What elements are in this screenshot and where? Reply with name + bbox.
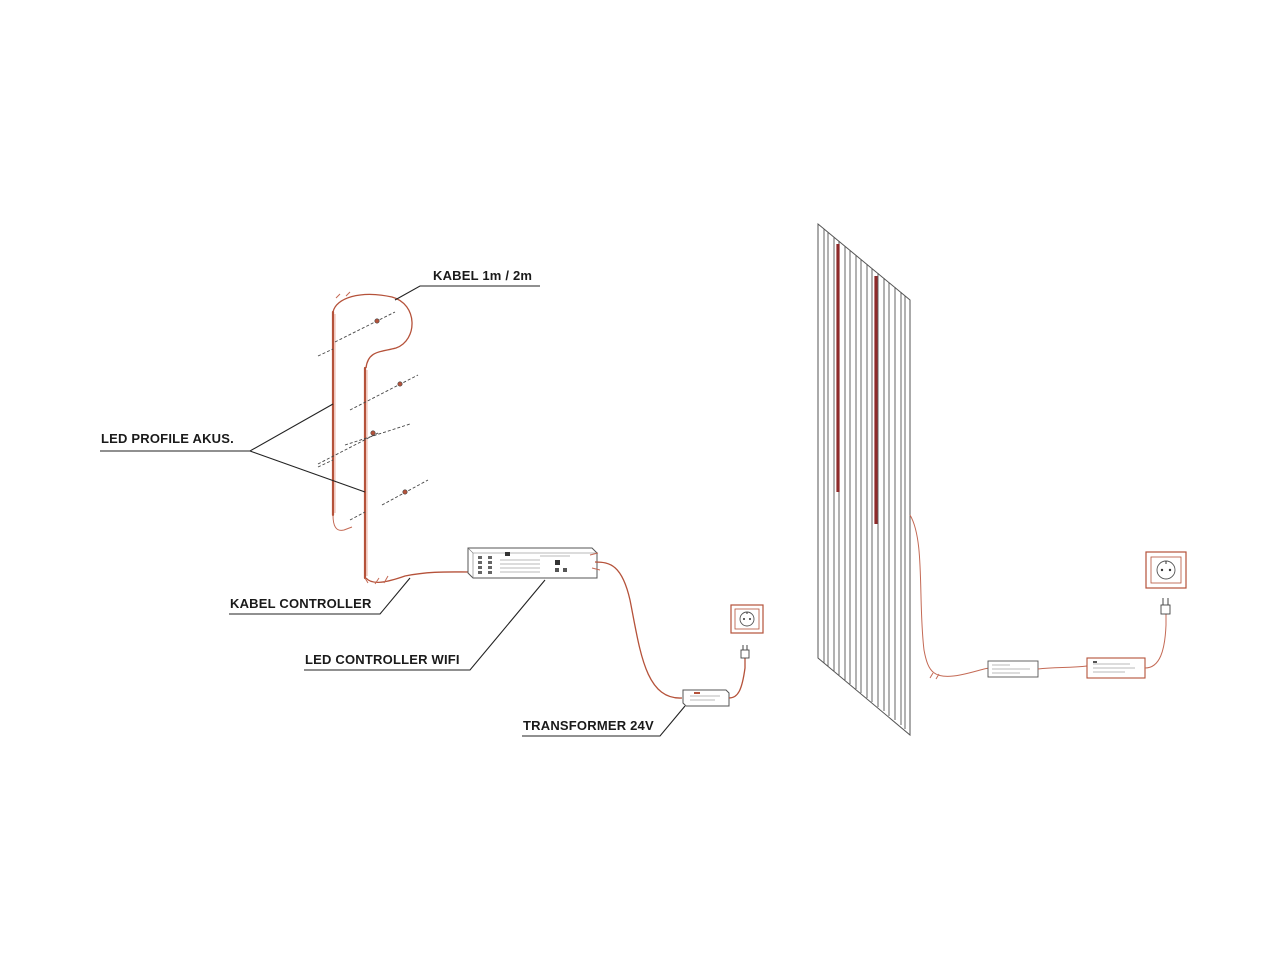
- transformer-24v: [682, 689, 730, 707]
- connecting-cable: [332, 293, 413, 369]
- led-profile-assembly: [317, 291, 429, 584]
- transformer-right: [1086, 657, 1146, 679]
- controller-to-transformer-right: [1037, 665, 1088, 670]
- power-plug-icon: [740, 645, 750, 659]
- panel-slats: [823, 229, 906, 729]
- led-profile-1: [331, 310, 336, 517]
- acoustic-wall-panel: [817, 222, 911, 737]
- label-controller-wifi: LED CONTROLLER WIFI: [305, 652, 460, 667]
- callout-cable-controller: KABEL CONTROLLER: [229, 577, 411, 615]
- label-cable-controller: KABEL CONTROLLER: [230, 596, 372, 611]
- label-cable: KABEL 1m / 2m: [433, 268, 532, 283]
- panel-cable: [909, 514, 991, 677]
- mains-cable-right: [1144, 614, 1167, 669]
- controller-right: [987, 660, 1039, 678]
- callout-controller-wifi: LED CONTROLLER WIFI: [304, 579, 546, 671]
- controller-cable: [365, 571, 471, 583]
- callout-led-profile: LED PROFILE AKUS.: [100, 403, 366, 493]
- power-plug-icon-right: [1160, 598, 1171, 615]
- callout-transformer: TRANSFORMER 24V: [522, 705, 686, 737]
- controller-terminals: [478, 552, 570, 574]
- led-profile-2: [363, 366, 368, 580]
- mains-cable-left: [728, 658, 746, 699]
- led-controller-wifi: [467, 547, 598, 579]
- power-cable-controller: [594, 561, 683, 699]
- callout-cable: KABEL 1m / 2m: [394, 268, 540, 301]
- label-transformer: TRANSFORMER 24V: [523, 718, 654, 733]
- mounting-screws: [317, 311, 429, 521]
- power-socket-icon-right: [1145, 551, 1187, 589]
- power-socket-icon: [730, 604, 764, 634]
- label-led-profile: LED PROFILE AKUS.: [101, 431, 234, 446]
